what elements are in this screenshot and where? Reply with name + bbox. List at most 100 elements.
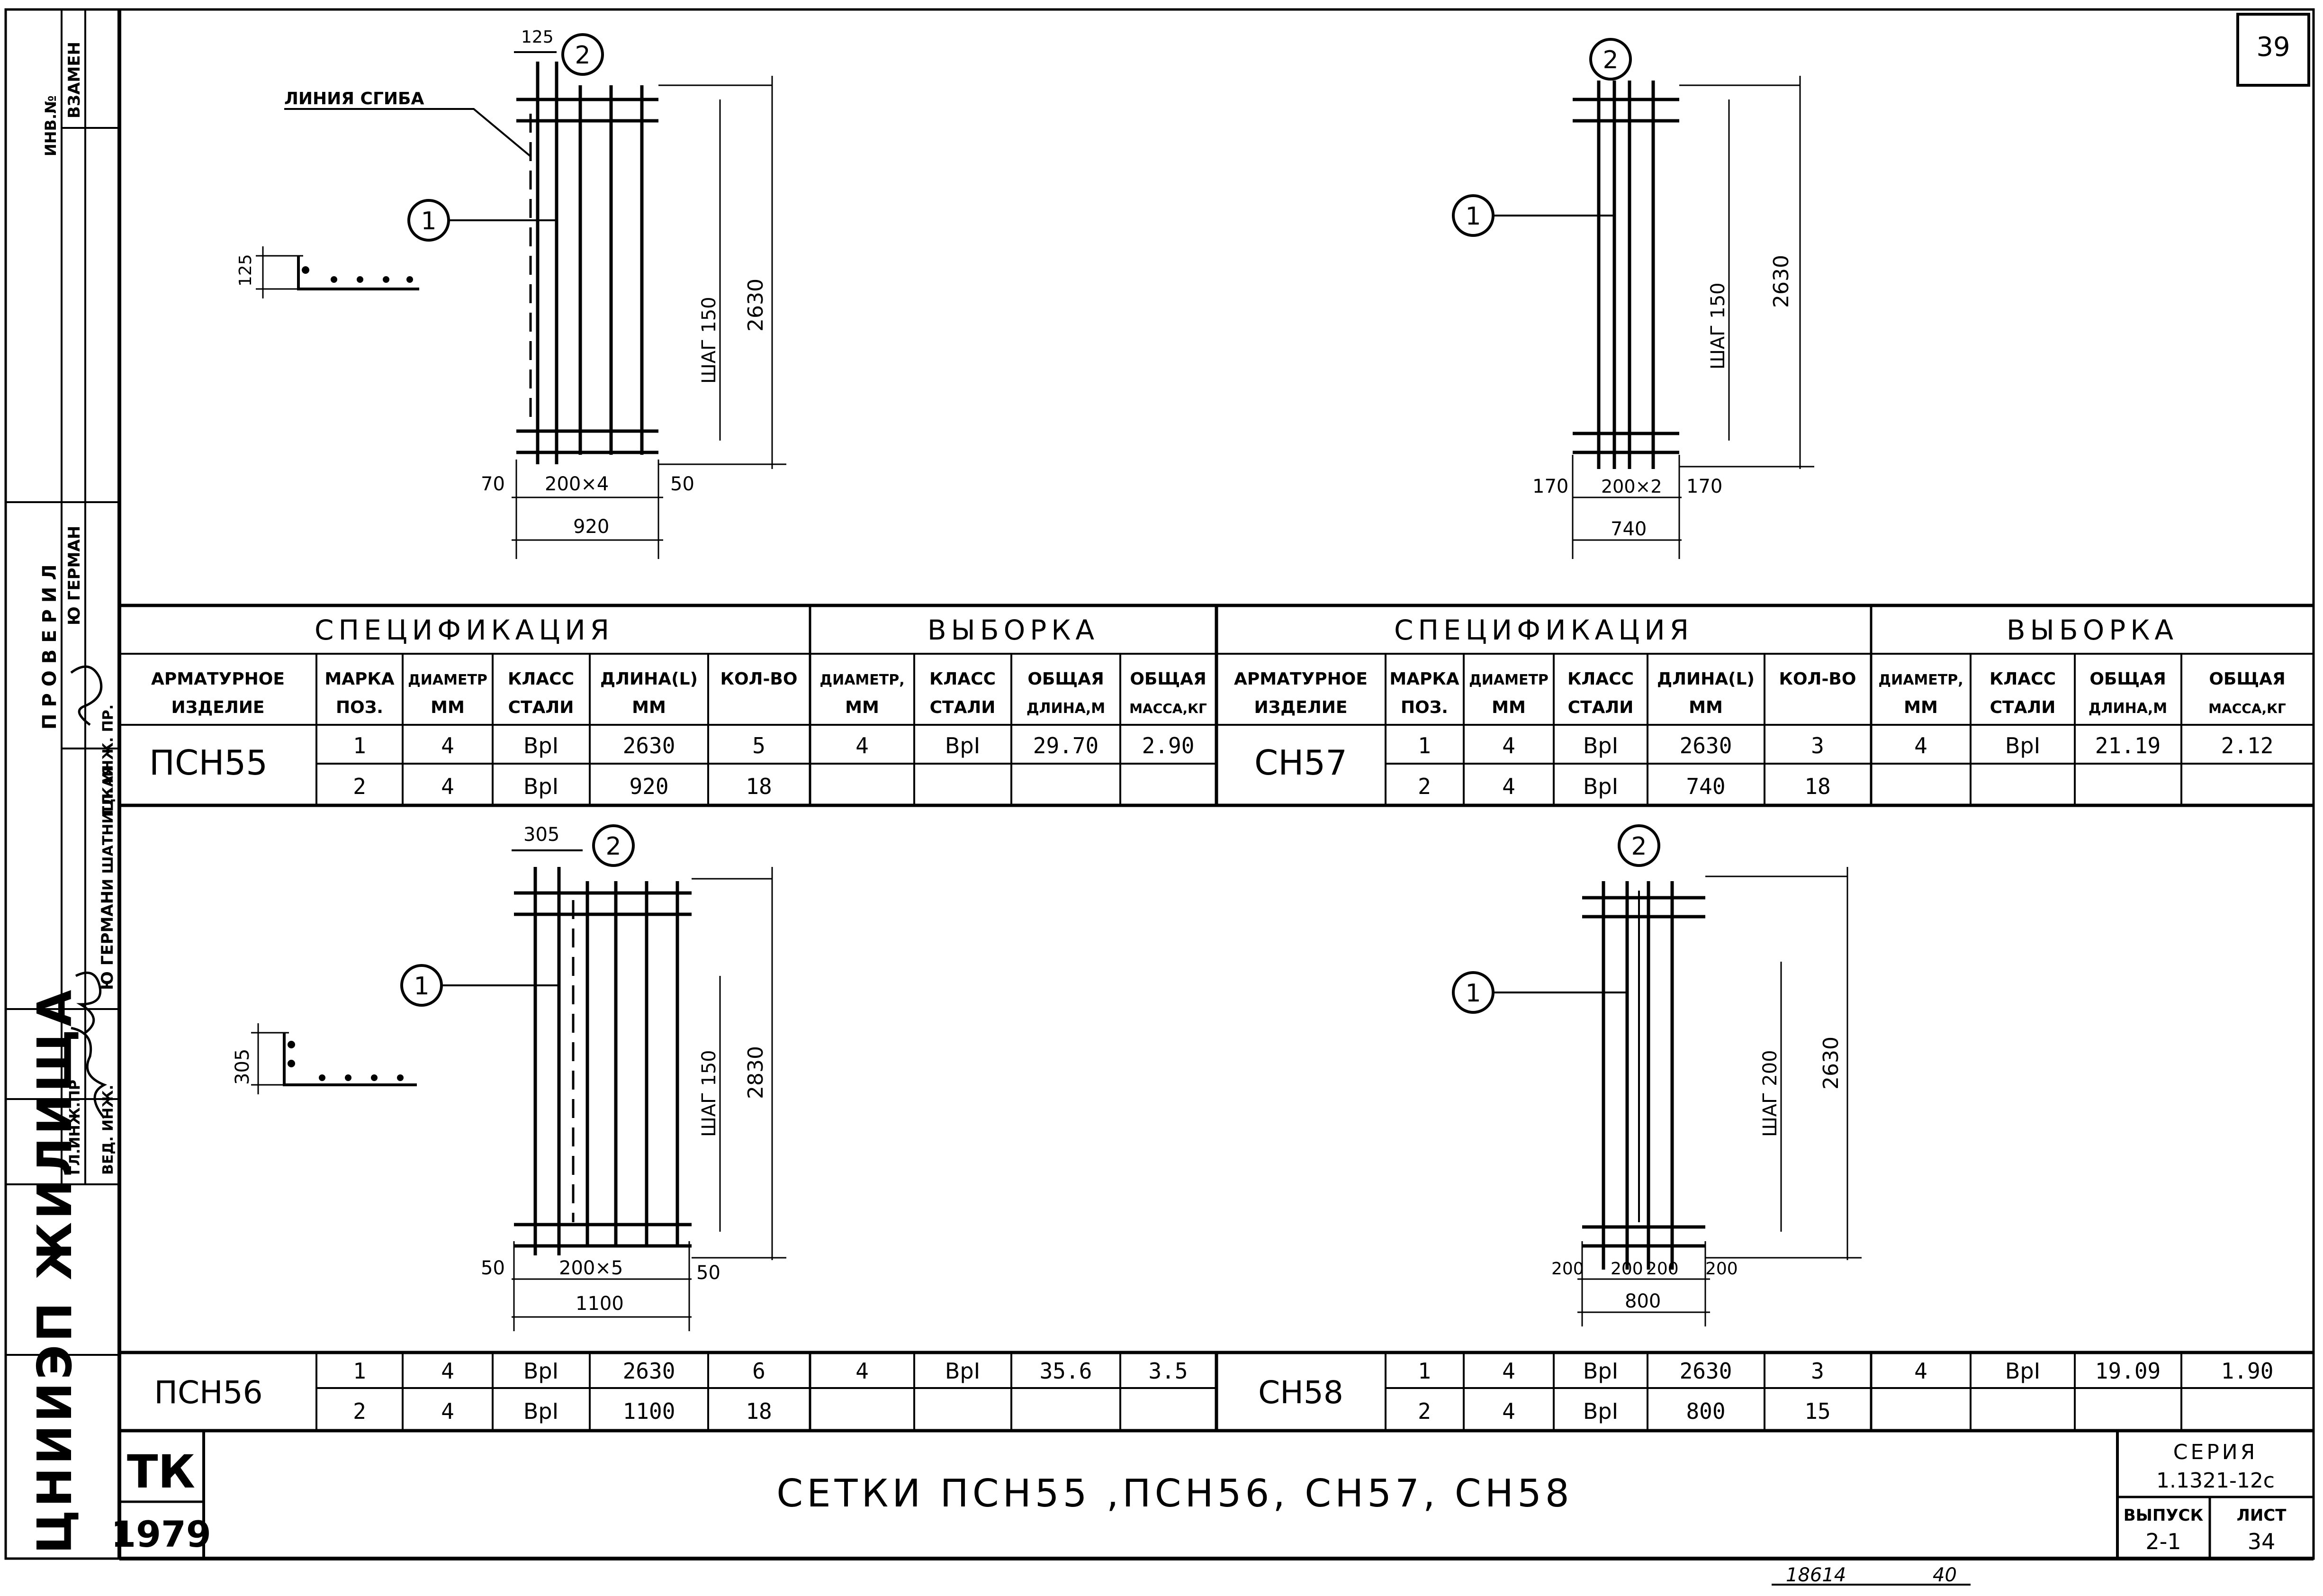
table-cell: 1	[1418, 1358, 1431, 1384]
table-cell: 2.90	[1142, 733, 1195, 758]
table-cell: 740	[1686, 774, 1725, 799]
table-cell: 15	[1804, 1398, 1830, 1424]
table-cell: 2	[353, 1398, 366, 1424]
dim-spacing: 200×5	[559, 1257, 623, 1279]
position-label-2: 2	[1631, 832, 1647, 861]
dim-width: 1100	[576, 1293, 624, 1315]
table-cell: ВрI	[523, 1398, 558, 1424]
bottom-note: 18614 40	[1772, 1564, 1971, 1586]
table-cell: 5	[752, 733, 765, 758]
table-cell: 4	[855, 1358, 869, 1384]
table-cell: 4	[441, 774, 454, 799]
hdr-vlen-2: ДЛИНА,М	[1026, 700, 1105, 717]
table-cell: 4	[441, 1398, 454, 1424]
hdr-vcls-2-r: СТАЛИ	[1990, 698, 2056, 717]
position-label-1: 1	[1465, 979, 1481, 1008]
table-cell: ВрI	[945, 1358, 980, 1384]
hdr-diam-2: ММ	[431, 698, 465, 717]
table-headers: АРМАТУРНОЕ ИЗДЕЛИЕ МАРКА ПОЗ. ДИАМЕТР ММ…	[151, 669, 2286, 717]
dim-off-d: 200	[1705, 1259, 1738, 1279]
table-cell: 4	[1502, 1398, 1515, 1424]
sheet-value: 34	[2248, 1529, 2276, 1554]
hdr-cls-1: КЛАСС	[508, 669, 574, 689]
series-value: 1.1321-12с	[2156, 1469, 2275, 1493]
hdr-mark-2: ПОЗ.	[336, 698, 383, 717]
table-cell: 1	[1418, 733, 1431, 758]
signature-3	[75, 971, 101, 1034]
mesh-sn58: 1 2 ШАГ 200 2630 200 200 200 200 800	[1452, 824, 1862, 1326]
table-cell: 2.12	[2221, 733, 2274, 758]
stamp-german: Ю ГЕРМАН	[98, 891, 117, 990]
dim-height: 2830	[744, 1046, 768, 1099]
position-label-1: 1	[1465, 202, 1481, 231]
stamp-proveril: ПРОВЕРИЛ	[39, 558, 61, 730]
dim-side: 305	[232, 1049, 253, 1085]
position-label-2: 2	[575, 41, 590, 70]
hdr-vmass-1-r: ОБЩАЯ	[2209, 669, 2285, 689]
hdr-vcls-1: КЛАСС	[929, 669, 996, 689]
hdr-len-2-r: ММ	[1689, 698, 1723, 717]
mesh-sn57: 1 2 ШАГ 150 2630 170 200×2 170 740	[1452, 38, 1814, 559]
spec-table-grid	[119, 604, 2314, 1433]
table-cell: 4	[441, 1358, 454, 1384]
section-rebar-dots	[288, 1041, 404, 1081]
table-cell: 4	[855, 733, 869, 758]
dim-spacing: 200×2	[1601, 476, 1662, 497]
table-cell: 4	[1502, 774, 1515, 799]
position-label-2: 2	[605, 832, 621, 861]
stamp-gl-inzh-pr-top: ГЛ. ИНЖ. ПР.	[100, 704, 117, 815]
bottom-note-left: 18614	[1786, 1564, 1846, 1586]
hdr-vdiam-2-r: ММ	[1904, 698, 1938, 717]
hdr-item-1-r: АРМАТУРНОЕ	[1234, 669, 1368, 689]
table-cell: 6	[752, 1358, 765, 1384]
position-label-2: 2	[1603, 46, 1618, 74]
table-cell: 3	[1811, 1358, 1824, 1384]
spec-title-right: СПЕЦИФИКАЦИЯ	[1394, 614, 1693, 646]
stamp-inv-no: ИНВ.№	[42, 95, 60, 156]
table-cell: ВрI	[1583, 1358, 1618, 1384]
table-cell: 4	[1914, 733, 1927, 758]
hdr-vdiam-1-r: ДИАМЕТР,	[1878, 672, 1963, 688]
hdr-vcls-2: СТАЛИ	[930, 698, 996, 717]
dim-step: ШАГ 150	[1707, 282, 1729, 370]
dim-height: 2630	[1769, 255, 1793, 308]
table-cell: 19.09	[2095, 1358, 2161, 1384]
dim-step: ШАГ 150	[698, 1050, 720, 1137]
stamp-org-name: ЦНИИЭП ЖИЛИЩА	[27, 987, 82, 1554]
table-cell: 4	[1502, 1358, 1515, 1384]
table-cell: 1.90	[2221, 1358, 2274, 1384]
table-cell: 2630	[623, 733, 675, 758]
table-cell: 35.6	[1040, 1358, 1092, 1384]
hdr-diam-2-r: ММ	[1492, 698, 1526, 717]
table-cell: 2630	[1680, 733, 1732, 758]
stamp-shatnitskaya: И ШАТНИЦКАЯ	[100, 765, 117, 891]
dim-off-b: 200	[1611, 1259, 1643, 1279]
issue-label: ВЫПУСК	[2124, 1506, 2204, 1525]
hdr-mark-2-r: ПОЗ.	[1401, 698, 1448, 717]
hdr-vmass-2-r: МАССА,КГ	[2208, 701, 2286, 716]
stamp-ved-inzh: ВЕД. ИНЖ.	[100, 1085, 117, 1175]
mesh-psn55: ЛИНИЯ СГИБА 1 2 125 125 ШАГ 150 2630	[236, 27, 786, 559]
dim-width: 800	[1625, 1290, 1661, 1312]
dim-height: 2630	[744, 279, 768, 332]
hdr-item-1: АРМАТУРНОЕ	[151, 669, 285, 689]
hdr-vmass-1: ОБЩАЯ	[1130, 669, 1206, 689]
position-marker-2	[561, 33, 604, 76]
title-block: ТК 1979 СЕТКИ ПСН55 ,ПСН56, СН57, СН58 С…	[111, 1431, 2314, 1559]
hdr-qty-1: КОЛ-ВО	[720, 669, 798, 689]
dim-width: 740	[1611, 518, 1647, 540]
table-cell: 1100	[623, 1398, 675, 1424]
table-cell: ВрI	[523, 1358, 558, 1384]
item-sn57: СН57	[1254, 743, 1347, 783]
section-rebar-dots	[302, 266, 413, 283]
hdr-vcls-1-r: КЛАСС	[1990, 669, 2056, 689]
dim-side: 125	[236, 254, 255, 287]
table-cell: 18	[1804, 774, 1830, 799]
table-cell: ВрI	[1583, 733, 1618, 758]
table-cell: 18	[746, 1398, 772, 1424]
table-cell: ВрI	[2005, 733, 2040, 758]
hdr-len-1-r: ДЛИНА(L)	[1657, 669, 1755, 689]
table-cell: ВрI	[945, 733, 980, 758]
stamp-vzamen: ВЗАМЕН	[65, 42, 84, 118]
dim-left-off: 50	[481, 1257, 505, 1279]
